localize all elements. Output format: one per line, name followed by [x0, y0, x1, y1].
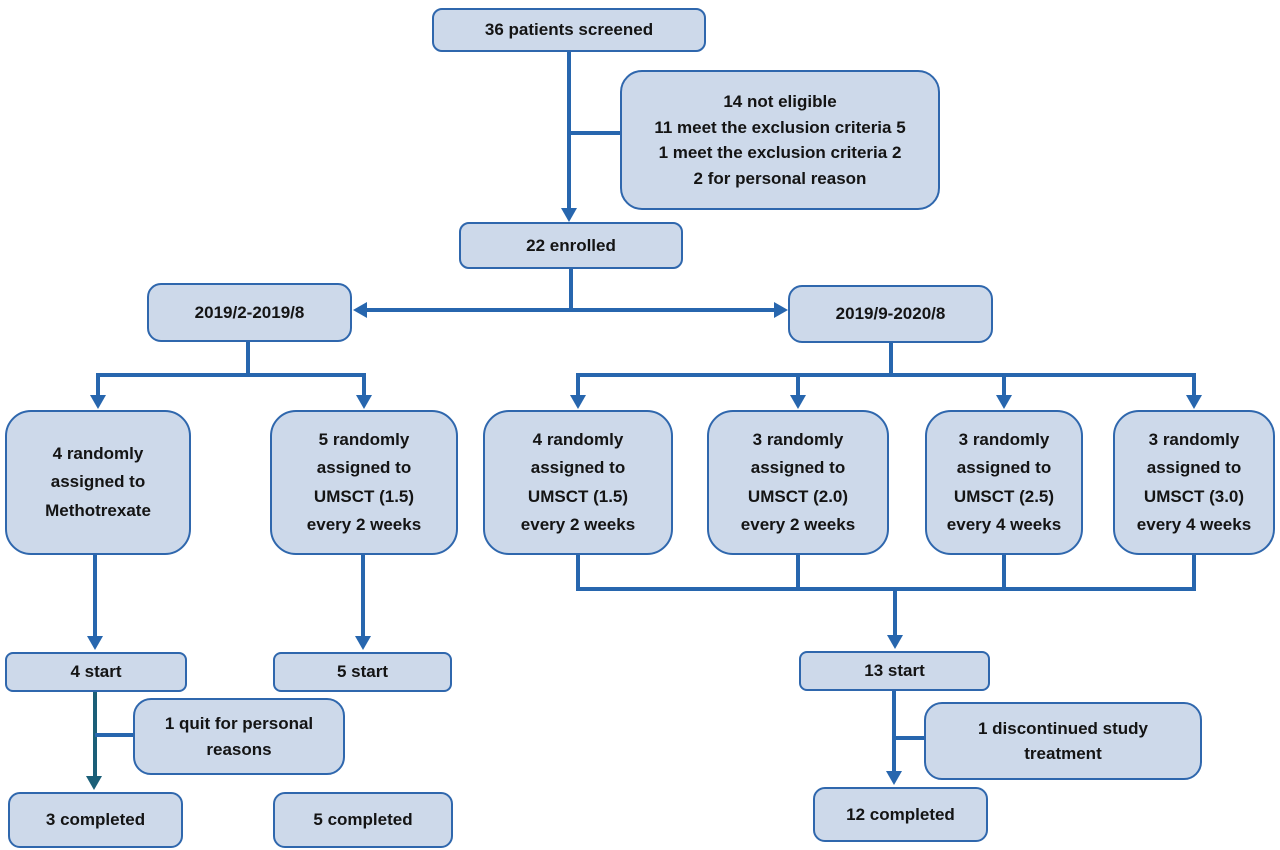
- node-arm-umsct25: 3 randomly assigned to UMSCT (2.5) every…: [925, 410, 1083, 555]
- arrowhead-down-completed3: [86, 776, 102, 790]
- arrowhead-right-period2: [774, 302, 788, 318]
- node-arm-umsct15-p2: 4 randomly assigned to UMSCT (1.5) every…: [483, 410, 673, 555]
- connector-branch-discontinued: [894, 736, 926, 740]
- node-completed-methotrexate: 3 completed: [8, 792, 183, 848]
- arrowhead-down-enrolled: [561, 208, 577, 222]
- arrowhead-down-methotrexate: [90, 395, 106, 409]
- merge-stub-umsct30: [1192, 555, 1196, 591]
- node-quit: 1 quit for personal reasons: [133, 698, 345, 775]
- connector-branch-quit: [95, 733, 135, 737]
- connector-to-umsct15-p1: [362, 373, 366, 397]
- connector-to-umsct30: [1192, 373, 1196, 397]
- connector-to-umsct15-p2: [576, 373, 580, 397]
- connector-to-not-eligible: [567, 131, 622, 135]
- connector-merge-to-start13: [893, 587, 897, 635]
- node-arm-umsct30: 3 randomly assigned to UMSCT (3.0) every…: [1113, 410, 1275, 555]
- connector-period1-drop: [246, 342, 250, 375]
- merge-stub-umsct25: [1002, 555, 1006, 591]
- arrowhead-down-umsct30: [1186, 395, 1202, 409]
- node-period-1: 2019/2-2019/8: [147, 283, 352, 342]
- node-arm-methotrexate: 4 randomly assigned to Methotrexate: [5, 410, 191, 555]
- arrowhead-down-start13: [887, 635, 903, 649]
- connector-period2-hline: [576, 373, 1196, 377]
- merge-stub-umsct15-p2: [576, 555, 580, 591]
- connector-umsct15-to-start: [361, 555, 365, 636]
- node-enrolled: 22 enrolled: [459, 222, 683, 269]
- node-arm-umsct20: 3 randomly assigned to UMSCT (2.0) every…: [707, 410, 889, 555]
- merge-stub-umsct20: [796, 555, 800, 591]
- merge-hline: [576, 587, 1196, 591]
- arrowhead-down-umsct25: [996, 395, 1012, 409]
- arrowhead-down-umsct15-p2: [570, 395, 586, 409]
- connector-period2-drop: [889, 343, 893, 375]
- connector-to-umsct20: [796, 373, 800, 397]
- arrowhead-left-period1: [353, 302, 367, 318]
- node-discontinued: 1 discontinued study treatment: [924, 702, 1202, 780]
- node-not-eligible: 14 not eligible 11 meet the exclusion cr…: [620, 70, 940, 210]
- connector-periods-hline: [365, 308, 775, 312]
- node-completed-pooled: 12 completed: [813, 787, 988, 842]
- connector-methotrexate-to-start: [93, 555, 97, 636]
- node-start-umsct15: 5 start: [273, 652, 452, 692]
- node-start-pooled: 13 start: [799, 651, 990, 691]
- arrowhead-down-start4: [87, 636, 103, 650]
- arrowhead-down-start5: [355, 636, 371, 650]
- connector-period1-hline: [96, 373, 366, 377]
- arrowhead-down-umsct15-p1: [356, 395, 372, 409]
- arrowhead-down-completed12: [886, 771, 902, 785]
- node-screened: 36 patients screened: [432, 8, 706, 52]
- connector-to-umsct25: [1002, 373, 1006, 397]
- connector-enrolled-drop: [569, 269, 573, 312]
- connector-start13-to-completed: [892, 691, 896, 771]
- arrowhead-down-umsct20: [790, 395, 806, 409]
- node-completed-umsct15: 5 completed: [273, 792, 453, 848]
- node-start-methotrexate: 4 start: [5, 652, 187, 692]
- node-period-2: 2019/9-2020/8: [788, 285, 993, 343]
- node-arm-umsct15-p1: 5 randomly assigned to UMSCT (1.5) every…: [270, 410, 458, 555]
- connector-to-methotrexate: [96, 373, 100, 397]
